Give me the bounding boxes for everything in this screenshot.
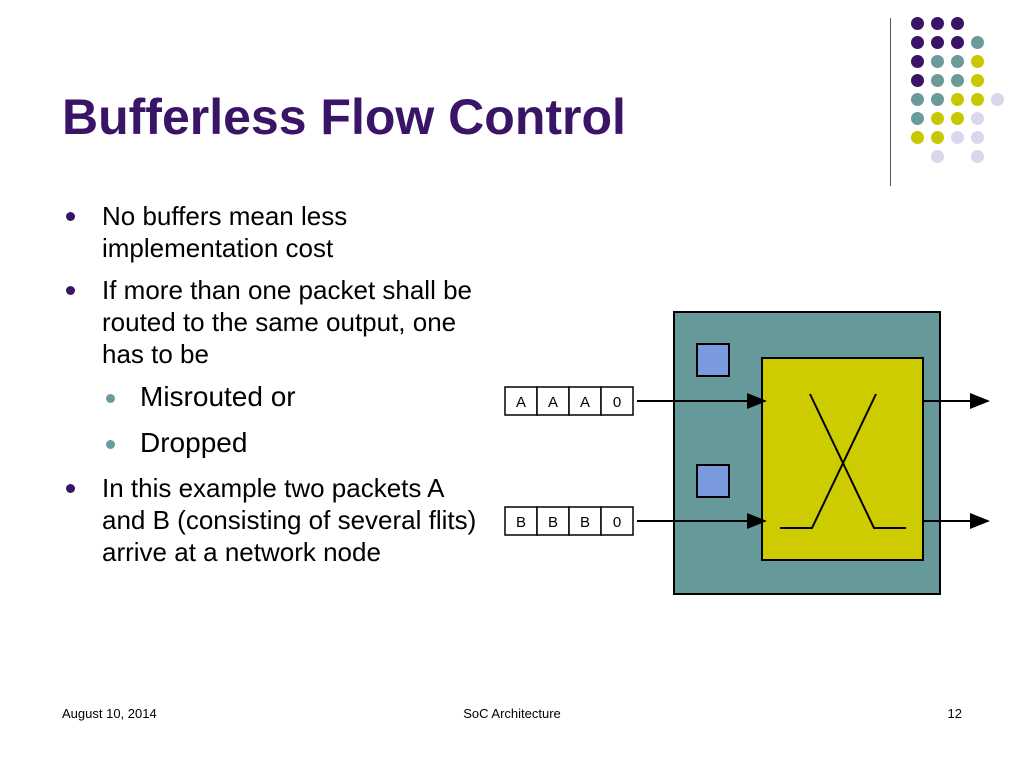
decor-dot [931,36,944,49]
flit-b-4 [600,506,634,536]
decor-dot [951,131,964,144]
decor-dot [971,93,984,106]
bullet-dot-icon [66,484,75,493]
sub-bullet-text: Dropped [140,427,248,458]
crossbar-switch [761,357,924,561]
flit-a-1 [504,386,538,416]
sub-bullet-text: Misrouted or [140,381,296,412]
bullet-item: In this example two packets A and B (con… [62,472,482,568]
flit-a-3-label: A [580,394,590,411]
decor-dot [971,55,984,68]
bullet-dot-icon [66,286,75,295]
slide-title: Bufferless Flow Control [62,89,626,145]
decor-dot [991,93,1004,106]
flit-b-4-label: 0 [613,514,621,531]
decor-dot [951,112,964,125]
sub-bullet-dot-icon [106,440,115,449]
decor-dot [971,74,984,87]
sub-bullet-item: Misrouted or [62,380,482,414]
flit-a-2-label: A [548,394,558,411]
crossbar-path-1 [780,393,877,529]
flit-b-1-label: B [516,514,526,531]
flit-a-4-label: 0 [613,394,621,411]
flit-b-2-label: B [548,514,558,531]
decor-dot [911,112,924,125]
decorative-dot-grid [0,0,1024,200]
decor-dot [951,55,964,68]
decor-dot [951,36,964,49]
divider-line [890,18,891,186]
decor-dot [971,150,984,163]
network-node-diagram: A A A 0 B B B 0 [504,311,990,595]
bullet-item: If more than one packet shall be routed … [62,274,482,370]
decor-dot [931,112,944,125]
flit-a-1-label: A [516,394,526,411]
decor-dot [911,17,924,30]
bullet-dot-icon [66,212,75,221]
decor-dot [931,150,944,163]
decor-dot [971,36,984,49]
footer-title: SoC Architecture [463,706,561,721]
decor-dot [931,17,944,30]
decor-dot [911,36,924,49]
decor-dot [911,55,924,68]
packet-a: A A A 0 [504,386,634,416]
footer-page-number: 12 [947,706,962,721]
footer-date: August 10, 2014 [62,706,157,721]
sub-bullet-dot-icon [106,394,115,403]
flit-a-4 [600,386,634,416]
decor-dot [931,55,944,68]
decor-dot [971,112,984,125]
decor-dot [951,17,964,30]
packet-b: B B B 0 [504,506,634,536]
bullet-text: In this example two packets A and B (con… [102,473,477,567]
decor-dot [911,93,924,106]
bullet-list: No buffers mean less implementation cost… [62,200,482,578]
flit-b-3-label: B [580,514,590,531]
crossbar-path-2 [809,393,906,529]
decor-dot [951,93,964,106]
decor-dot [931,74,944,87]
sub-bullet-item: Dropped [62,426,482,460]
decor-dot [911,74,924,87]
input-buffer-b [696,464,730,498]
decor-dot [931,131,944,144]
decor-dot [931,93,944,106]
decor-dot [911,131,924,144]
input-buffer-a [696,343,730,377]
decor-dot [951,74,964,87]
bullet-item: No buffers mean less implementation cost [62,200,482,264]
decor-dot [971,131,984,144]
bullet-text: No buffers mean less implementation cost [102,201,348,263]
bullet-text: If more than one packet shall be routed … [102,275,473,369]
